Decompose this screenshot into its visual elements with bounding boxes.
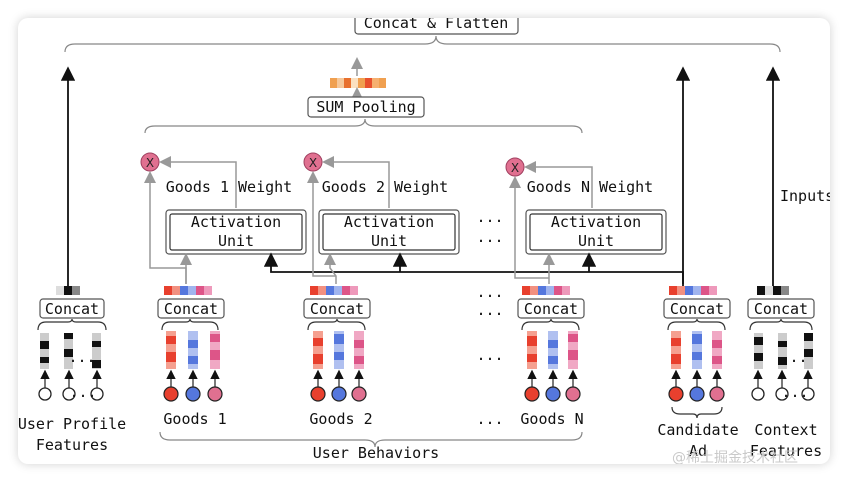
goods-1-weight-label: Goods 1 Weight	[166, 178, 292, 196]
multiply-node-1: X	[140, 152, 160, 172]
concat-flatten-box	[354, 18, 519, 35]
svg-text:X: X	[511, 161, 519, 175]
pooling-brace	[144, 118, 583, 134]
goods2-to-au	[324, 253, 337, 284]
user-profile-input-circles	[38, 369, 104, 401]
goods-n-embeddings	[527, 331, 578, 369]
goods-2-embeddings	[313, 331, 364, 369]
ellipsis-row-3: ...	[476, 346, 503, 364]
candidate-bus-line	[263, 252, 684, 284]
brace-goods-2	[307, 318, 366, 331]
weight-arrow-1	[159, 156, 237, 208]
concat-candidate: Concat	[663, 298, 731, 319]
svg-text:Concat: Concat	[45, 300, 99, 318]
concat-goods-2: Concat	[303, 298, 371, 319]
candidate-embeddings	[671, 331, 722, 369]
din-architecture-diagram: Concat & Flatten SUM Pooling X X X Goods…	[18, 18, 830, 464]
svg-text:Activation: Activation	[191, 213, 281, 231]
candidate-bottom-brace	[671, 406, 723, 419]
goods-n-input-circles	[524, 369, 581, 402]
diagram-card: Concat & Flatten SUM Pooling X X X Goods…	[18, 18, 830, 464]
activation-unit-2: Activation Unit	[318, 209, 460, 255]
ellipsis-activation: ...	[476, 208, 503, 226]
concat-user-profile: Concat	[39, 298, 105, 319]
svg-text:Unit: Unit	[218, 232, 254, 250]
goods2-to-mul	[307, 171, 336, 277]
ellipsis-row-4: ...	[476, 410, 503, 428]
goodsn-concat-vector	[522, 286, 570, 295]
user-behaviors-brace	[159, 431, 583, 448]
goods-2-input-circles	[310, 369, 367, 402]
context-input-circles	[751, 369, 815, 401]
user-profile-label-line2: Features	[36, 436, 108, 454]
context-embeddings	[754, 333, 813, 369]
watermark: @稀土掘金技术社区	[672, 450, 798, 464]
context-label-line2: Features	[750, 442, 822, 460]
inputs-label: Inputs	[780, 187, 830, 205]
svg-text:Concat: Concat	[310, 300, 364, 318]
ellipsis-row-1: ...	[476, 283, 503, 301]
goods2-concat-vector	[310, 286, 358, 295]
goods-n-label: Goods N	[520, 410, 583, 428]
concat-flatten-label: Concat & Flatten	[364, 18, 509, 32]
context-ellipsis-2: ...	[781, 383, 808, 401]
brace-goods-n	[521, 318, 580, 331]
goods-2-label: Goods 2	[309, 410, 372, 428]
user-profile-label-line1: User Profile	[18, 415, 126, 433]
brace-context	[749, 318, 813, 331]
user-profile-embeddings	[40, 333, 101, 369]
brace-user-profile	[37, 318, 107, 331]
concat-goods-n: Concat	[517, 298, 585, 319]
svg-text:Concat: Concat	[524, 300, 578, 318]
goods1-concat-vector	[164, 286, 212, 295]
user-profile-ellipsis-2: ...	[69, 383, 96, 401]
brace-goods-1	[161, 318, 219, 331]
sum-pooling-label: SUM Pooling	[316, 98, 415, 116]
candidate-concat-vector	[669, 286, 717, 295]
svg-text:X: X	[146, 156, 154, 170]
context-label-line1: Context	[754, 421, 817, 439]
ellipsis-row-2: ...	[476, 301, 503, 319]
sum-pooling-box	[307, 96, 425, 118]
pooled-vector	[330, 78, 386, 88]
concat-goods-1: Concat	[157, 298, 225, 319]
svg-text:Activation: Activation	[551, 213, 641, 231]
user-profile-concat-vector	[56, 286, 80, 295]
candidate-ad-label-line2: Ad	[689, 442, 707, 460]
svg-text:Concat: Concat	[164, 300, 218, 318]
svg-text:Activation: Activation	[344, 213, 434, 231]
svg-text:Concat: Concat	[754, 300, 808, 318]
multiply-node-2: X	[303, 152, 323, 172]
goods1-to-mul	[144, 171, 187, 284]
concat-context: Concat	[747, 298, 815, 319]
context-ellipsis: ...	[780, 348, 807, 366]
candidate-input-circles	[668, 369, 725, 402]
weight-arrow-2	[322, 156, 390, 208]
multiply-node-n: X	[505, 157, 525, 177]
weight-arrow-n	[524, 161, 593, 208]
goods-1-embeddings	[166, 331, 220, 369]
goods-1-input-circles	[163, 369, 223, 402]
svg-text:Unit: Unit	[578, 232, 614, 250]
top-brace	[64, 35, 781, 53]
brace-candidate	[667, 318, 726, 331]
user-behaviors-label: User Behaviors	[313, 444, 439, 462]
activation-unit-1: Activation Unit	[165, 209, 307, 255]
svg-text:Concat: Concat	[670, 300, 724, 318]
context-concat-vector	[757, 286, 789, 295]
goods-n-weight-label: Goods N Weight	[527, 178, 653, 196]
activation-unit-n: Activation Unit	[525, 209, 667, 255]
candidate-ad-label-line1: Candidate	[657, 421, 738, 439]
goods-2-weight-label: Goods 2 Weight	[322, 178, 448, 196]
user-profile-ellipsis: ...	[68, 348, 95, 366]
svg-text:Unit: Unit	[371, 232, 407, 250]
svg-text:X: X	[309, 156, 317, 170]
goodsn-to-mul	[509, 176, 549, 279]
goods-1-label: Goods 1	[163, 410, 226, 428]
ellipsis-activation-2: ...	[476, 228, 503, 246]
